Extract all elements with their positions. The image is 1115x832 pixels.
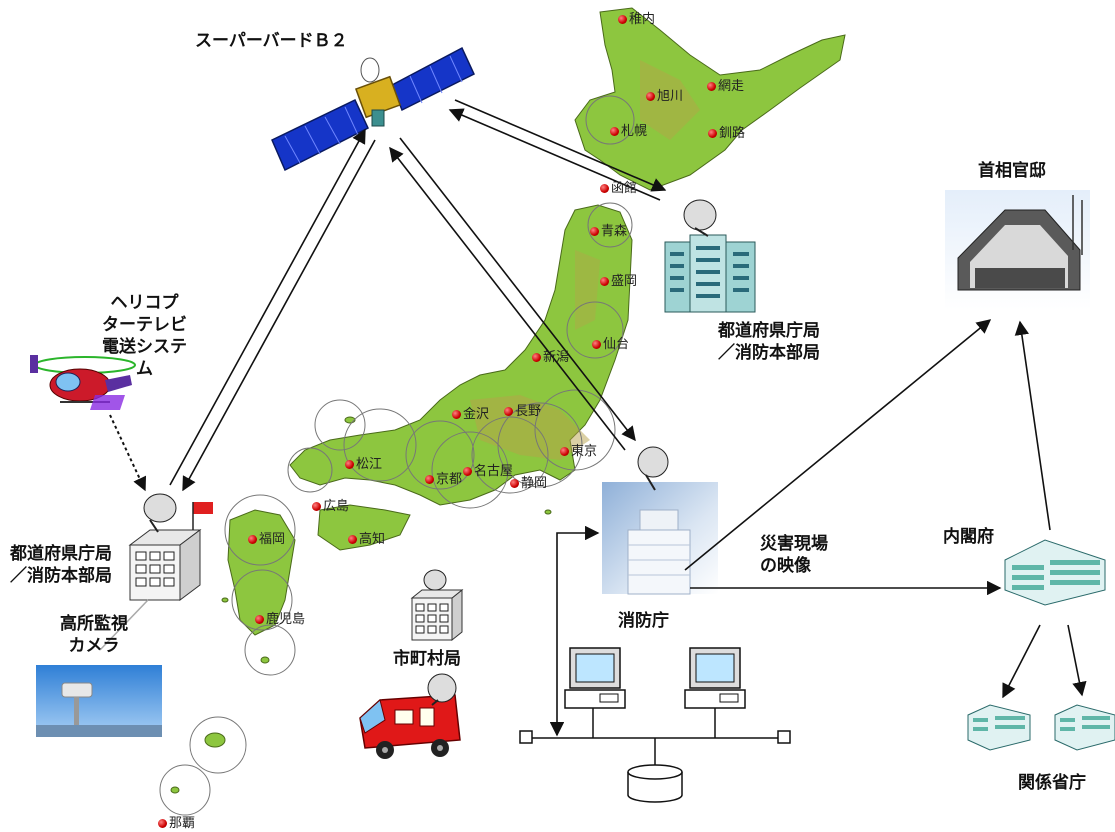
city-hakodate: 函館 (600, 177, 637, 196)
fdma-building (602, 446, 718, 595)
high-camera-label-line2: カメラ (68, 636, 120, 656)
city-matsue: 松江 (345, 453, 382, 472)
pm-office-label: 首相官邸 (978, 161, 1046, 181)
city-aomori: 青森 (590, 220, 627, 239)
lan-network (519, 708, 791, 765)
heli-label-line3: 電送システ (102, 337, 187, 357)
top-pref-station (664, 199, 756, 313)
city-wakkanai: 稚内 (618, 8, 655, 27)
satellite-superbird (271, 46, 475, 172)
municipal-station (410, 569, 464, 642)
city-tokyo: 東京 (560, 440, 597, 459)
ministries-buildings (967, 704, 1115, 751)
city-fukuoka: 福岡 (248, 528, 285, 547)
left-pref-label-line2: ／消防本部局 (10, 566, 112, 586)
city-nagano: 長野 (504, 400, 541, 419)
left-pref-label: 都道府県庁局 ／消防本部局 (10, 543, 112, 587)
city-sendai: 仙台 (592, 333, 629, 352)
ministries-label: 関係省庁 (1018, 773, 1086, 793)
city-kyoto: 京都 (425, 468, 462, 487)
city-niigata: 新潟 (532, 346, 569, 365)
cabinet-label: 内閣府 (943, 527, 994, 547)
honshu-island (289, 204, 633, 506)
city-hiroshima: 広島 (312, 495, 349, 514)
pm-office-building (945, 190, 1090, 310)
city-shizuoka: 静岡 (510, 472, 547, 491)
satellite-label: スーパーバードＢ２ (195, 31, 348, 51)
link-arrows (169, 99, 1087, 737)
top-pref-label-line1: 都道府県庁局 (718, 321, 820, 341)
hokkaido-island (574, 7, 846, 191)
top-pref-label-line2: ／消防本部局 (718, 343, 820, 363)
heli-label-line2: ターテレビ (102, 315, 187, 335)
top-pref-label: 都道府県庁局 ／消防本部局 (718, 320, 820, 364)
helicopter-label: ヘリコプ ターテレビ 電送システ ム (102, 292, 187, 380)
surveillance-camera-photo (36, 665, 162, 737)
city-asahikawa: 旭川 (646, 85, 683, 104)
database-cylinder (627, 764, 683, 803)
city-sapporo: 札幌 (610, 120, 647, 139)
high-camera-label-line1: 高所監視 (60, 614, 128, 634)
disaster-label-line2: の映像 (760, 556, 811, 576)
municipal-label: 市町村局 (393, 649, 461, 669)
city-kagoshima: 鹿児島 (255, 608, 305, 627)
fdma-label: 消防庁 (618, 611, 669, 631)
helicopter (30, 355, 136, 410)
city-morioka: 盛岡 (600, 270, 637, 289)
city-takamatsu: 高知 (348, 528, 385, 547)
pc-left (564, 647, 626, 709)
fire-truck (359, 673, 461, 759)
heli-label-line4: ム (136, 359, 153, 379)
left-pref-label-line1: 都道府県庁局 (10, 544, 112, 564)
cabinet-office-building (1004, 539, 1106, 606)
disaster-label-line1: 災害現場 (760, 534, 828, 554)
heli-label-line1: ヘリコプ (110, 293, 179, 313)
heli-link-dotted (109, 414, 147, 492)
city-naha: 那覇 (158, 812, 195, 831)
city-abashiri: 網走 (707, 75, 744, 94)
city-nagoya: 名古屋 (463, 460, 513, 479)
city-kanazawa: 金沢 (452, 403, 489, 422)
city-kushiro: 釧路 (708, 122, 745, 141)
high-camera-label: 高所監視 カメラ (60, 613, 128, 657)
left-pref-station (128, 493, 213, 601)
pc-right (684, 647, 746, 709)
disaster-footage-label: 災害現場 の映像 (760, 533, 828, 577)
